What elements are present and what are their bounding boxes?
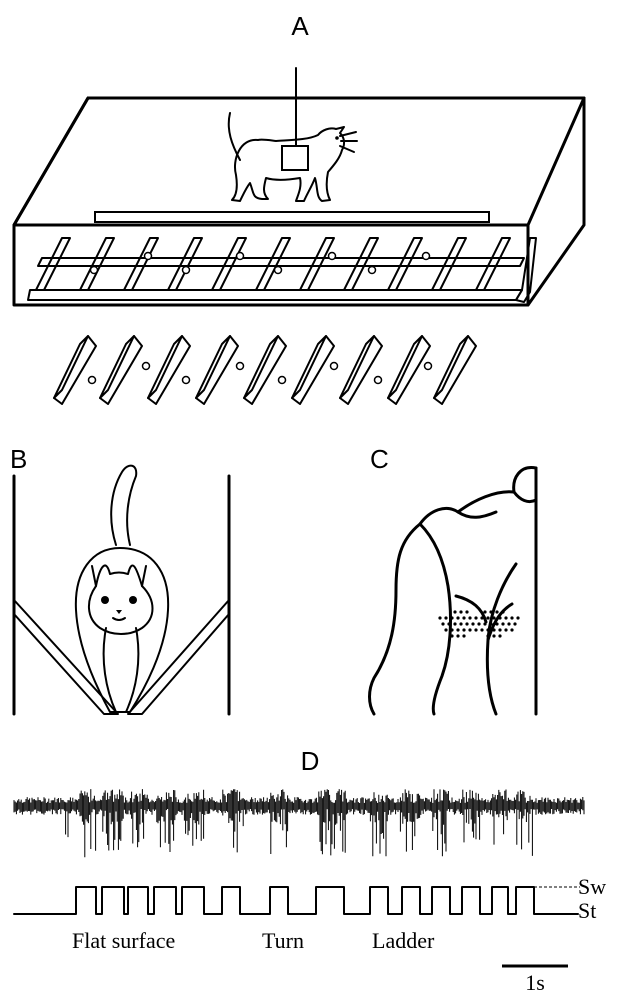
panel-b-label: B [10, 444, 27, 474]
ladder-rungs [36, 238, 510, 290]
panel-d: D Sw St Flat surface Turn Ladder 1s [14, 746, 606, 994]
detached-rung [388, 336, 430, 404]
scale-bar-label: 1s [525, 970, 545, 994]
detached-rung [54, 336, 96, 404]
detached-rung [244, 336, 286, 404]
ladder-front-rail [28, 290, 522, 300]
ladder-back-rail [95, 212, 489, 222]
panel-a-label: A [291, 11, 309, 41]
panel-c: C [370, 444, 537, 714]
step-cycle-trace [14, 887, 578, 914]
phase-label-turn: Turn [262, 928, 304, 953]
panel-a: A [14, 11, 584, 404]
phase-label-ladder: Ladder [372, 928, 435, 953]
stance-label: St [578, 898, 596, 923]
detached-rung [292, 336, 334, 404]
cat-front-view [76, 466, 168, 712]
detached-rung [340, 336, 382, 404]
detached-rung [100, 336, 142, 404]
panel-c-label: C [370, 444, 389, 474]
panel-b: B [10, 444, 229, 714]
backpack-connector [282, 146, 308, 170]
detached-rung [434, 336, 476, 404]
rung-detail-row [54, 336, 476, 404]
panel-d-label: D [301, 746, 320, 776]
cortex-outline [370, 468, 537, 714]
detached-rung [196, 336, 238, 404]
spike-trace-path [14, 789, 584, 857]
neural-spike-trace [14, 789, 584, 857]
swing-label: Sw [578, 874, 606, 899]
detached-rung [148, 336, 190, 404]
phase-label-flat-surface: Flat surface [72, 928, 175, 953]
walking-cat [229, 113, 357, 201]
corridor [14, 476, 229, 714]
ladder-end-post [516, 238, 536, 302]
ladder-mid-rail [38, 258, 524, 266]
